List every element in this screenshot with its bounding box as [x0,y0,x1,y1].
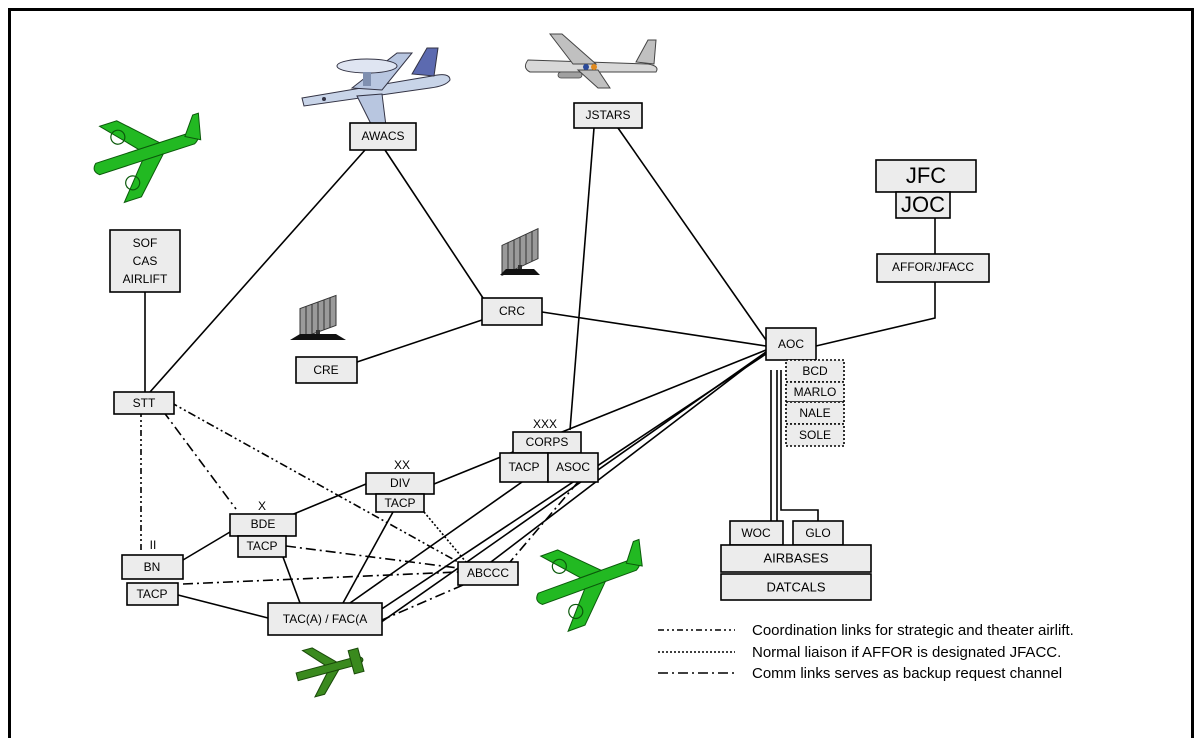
link-bde-bn [182,531,231,561]
link-corpstacp-tacfac [349,481,523,604]
node-abccc: ABCCC [457,561,519,586]
marlo-label: MARLO [794,385,837,399]
link-affor-aoc [815,282,936,347]
node-woc: WOC [729,520,784,546]
bde-tacp-label: TACP [246,539,277,553]
link-aoc-glo [780,370,819,521]
stt-label: STT [133,396,156,410]
abccc-label: ABCCC [467,566,509,580]
link-abccc-tacfac [381,584,464,621]
link-bn-abccc [182,571,459,585]
node-awacs: AWACS [349,122,417,151]
radar-antenna-icon [290,294,346,340]
bn-echelon: II [150,538,157,552]
link-stt-bde [162,410,237,510]
node-aoc: AOC [765,327,817,361]
jstars-label: JSTARS [585,108,630,122]
node-sof-cas-airlift: SOF CAS AIRLIFT [109,229,181,293]
node-stt: STT [113,391,175,415]
node-joc: JOC [895,191,951,219]
node-glo: GLO [792,520,844,546]
liaison-stack: BCD MARLO NALE SOLE [785,359,845,447]
legend: Coordination links for strategic and the… [658,622,1074,682]
jstars-aircraft-icon [524,33,658,89]
link-stt-abccc [169,401,459,563]
link-aoc-abccc [486,351,767,566]
link-divtacp-abccc [423,511,467,563]
crc-label: CRC [499,304,525,318]
legend-coordination-text: Coordination links for strategic and the… [752,622,1074,639]
affor-label: AFFOR/JFACC [892,260,974,274]
link-jstars-aoc [617,127,767,341]
cargo-aircraft-icon [93,112,202,204]
node-jstars: JSTARS [573,102,643,129]
link-crc-cre [356,319,483,363]
cas-label: CAS [133,254,158,268]
link-bdetacp-abccc [285,545,459,569]
link-asoc-abccc [509,481,579,563]
node-datcals: DATCALS [720,573,872,601]
legend-liaison-text: Normal liaison if AFFOR is designated JF… [752,644,1061,661]
diagram-frame [8,8,1194,738]
corps-tacp-label: TACP [508,460,539,474]
sole-label: SOLE [799,428,831,442]
node-crc: CRC [481,297,543,326]
link-aoc-corps [546,349,767,439]
asoc-label: ASOC [556,460,590,474]
div-label: DIV [390,476,410,490]
aoc-label: AOC [778,337,804,351]
link-awacs-crc [384,149,484,299]
tac-fac-label: TAC(A) / FAC(A [283,612,367,626]
node-jfc: JFC [875,159,977,193]
link-crc-aoc [541,311,767,347]
awacs-aircraft-icon [301,47,451,127]
woc-label: WOC [741,526,771,540]
node-cre: CRE [295,356,358,384]
dashed-links [140,401,579,621]
node-airbases: AIRBASES [720,544,872,573]
node-affor-jfacc: AFFOR/JFACC [876,253,990,283]
bde-label: BDE [251,517,276,531]
bn-label: BN [144,560,161,574]
legend-comm-text: Comm links serves as backup request chan… [752,665,1062,682]
bde-echelon: X [258,499,266,513]
link-jstars-corps [569,127,595,431]
radar-antenna-icon [500,227,540,277]
sof-label: SOF [133,236,158,250]
joc-label: JOC [901,192,945,217]
corps-label: CORPS [526,435,569,449]
bcd-label: BCD [802,364,828,378]
link-awacs-stt [149,149,366,393]
div-tacp-label: TACP [384,496,415,510]
link-aoc-tacfac-2 [349,353,767,631]
link-bntacp-tacfac [177,594,269,619]
solid-links [144,127,936,631]
cargo-aircraft-icon [536,538,643,633]
div-echelon: XX [394,458,410,472]
cre-label: CRE [313,363,338,377]
node-corps: XXX CORPS TACP ASOC [499,417,599,483]
bn-tacp-label: TACP [136,587,167,601]
corps-echelon: XXX [533,417,557,431]
nale-label: NALE [799,406,830,420]
awacs-label: AWACS [361,129,404,143]
attack-aircraft-icon [295,647,365,698]
node-tac-fac: TAC(A) / FAC(A [267,602,383,636]
airlift-label: AIRLIFT [123,272,168,286]
node-div: XX DIV TACP [365,458,435,513]
node-bde: X BDE TACP [229,499,297,558]
jfc-label: JFC [906,163,946,188]
airbases-label: AIRBASES [763,550,828,565]
node-bn: II BN TACP [121,538,184,606]
link-divtacp-tacfac [342,511,394,604]
datcals-label: DATCALS [767,579,826,594]
glo-label: GLO [805,526,830,540]
